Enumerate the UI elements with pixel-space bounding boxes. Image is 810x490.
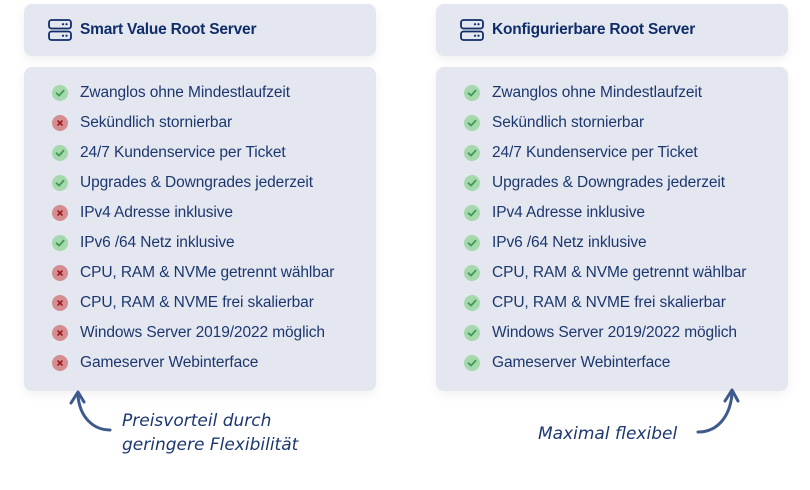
feature-item: CPU, RAM & NVMe getrennt wählbar xyxy=(436,258,788,288)
column-header: Smart Value Root Server xyxy=(24,4,376,56)
feature-item: Upgrades & Downgrades jederzeit xyxy=(436,168,788,198)
cross-icon xyxy=(52,355,68,371)
feature-label: Windows Server 2019/2022 möglich xyxy=(80,324,325,341)
feature-label: CPU, RAM & NVMe getrennt wählbar xyxy=(492,264,747,281)
right-note: Maximal flexibel xyxy=(538,424,678,444)
cross-icon xyxy=(52,265,68,281)
arrow-left-icon xyxy=(69,390,112,432)
feature-item: IPv6 /64 Netz inklusive xyxy=(436,228,788,258)
feature-item: IPv6 /64 Netz inklusive xyxy=(24,228,376,258)
check-icon xyxy=(464,85,480,101)
check-icon xyxy=(52,175,68,191)
left-note: Preisvorteil durch geringere Flexibilität xyxy=(122,409,298,457)
left-note-line2: geringere Flexibilität xyxy=(122,435,299,455)
cross-icon xyxy=(52,295,68,311)
feature-item: Sekündlich stornierbar xyxy=(24,108,376,138)
check-icon xyxy=(464,235,480,251)
cross-icon xyxy=(52,205,68,221)
feature-item: IPv4 Adresse inklusive xyxy=(436,198,788,228)
check-icon xyxy=(52,85,68,101)
feature-item: Sekündlich stornierbar xyxy=(436,108,788,138)
check-icon xyxy=(464,295,480,311)
check-icon xyxy=(464,205,480,221)
feature-label: Zwanglos ohne Mindestlaufzeit xyxy=(80,84,290,101)
feature-item: Zwanglos ohne Mindestlaufzeit xyxy=(24,78,376,108)
column-header: Konfigurierbare Root Server xyxy=(436,4,788,56)
feature-label: IPv6 /64 Netz inklusive xyxy=(80,234,235,251)
feature-item: 24/7 Kundenservice per Ticket xyxy=(436,138,788,168)
feature-item: Windows Server 2019/2022 möglich xyxy=(24,318,376,348)
feature-item: CPU, RAM & NVME frei skalierbar xyxy=(436,288,788,318)
check-icon xyxy=(52,235,68,251)
check-icon xyxy=(464,175,480,191)
feature-label: Upgrades & Downgrades jederzeit xyxy=(492,174,725,191)
feature-label: 24/7 Kundenservice per Ticket xyxy=(492,144,698,161)
feature-label: CPU, RAM & NVMe getrennt wählbar xyxy=(80,264,335,281)
feature-label: 24/7 Kundenservice per Ticket xyxy=(80,144,286,161)
cross-icon xyxy=(52,115,68,131)
check-icon xyxy=(52,145,68,161)
feature-item: Zwanglos ohne Mindestlaufzeit xyxy=(436,78,788,108)
server-icon xyxy=(48,19,72,41)
feature-label: IPv4 Adresse inklusive xyxy=(80,204,233,221)
feature-label: Gameserver Webinterface xyxy=(80,354,259,371)
feature-label: CPU, RAM & NVME frei skalierbar xyxy=(80,294,314,311)
feature-item: CPU, RAM & NVMe getrennt wählbar xyxy=(24,258,376,288)
feature-item: Windows Server 2019/2022 möglich xyxy=(436,318,788,348)
feature-label: IPv6 /64 Netz inklusive xyxy=(492,234,647,251)
column-title: Konfigurierbare Root Server xyxy=(492,21,696,38)
feature-label: Sekündlich stornierbar xyxy=(80,114,233,131)
arrow-right-icon xyxy=(696,388,740,434)
feature-label: Upgrades & Downgrades jederzeit xyxy=(80,174,313,191)
check-icon xyxy=(464,145,480,161)
server-icon xyxy=(460,19,484,41)
feature-label: Windows Server 2019/2022 möglich xyxy=(492,324,737,341)
feature-label: Sekündlich stornierbar xyxy=(492,114,645,131)
feature-item: Upgrades & Downgrades jederzeit xyxy=(24,168,376,198)
check-icon xyxy=(464,265,480,281)
feature-item: CPU, RAM & NVME frei skalierbar xyxy=(24,288,376,318)
check-icon xyxy=(464,325,480,341)
feature-label: CPU, RAM & NVME frei skalierbar xyxy=(492,294,726,311)
feature-label: Zwanglos ohne Mindestlaufzeit xyxy=(492,84,702,101)
left-note-line1: Preisvorteil durch xyxy=(122,411,272,431)
check-icon xyxy=(464,355,480,371)
feature-item: 24/7 Kundenservice per Ticket xyxy=(24,138,376,168)
feature-item: IPv4 Adresse inklusive xyxy=(24,198,376,228)
feature-item: Gameserver Webinterface xyxy=(24,348,376,378)
feature-label: IPv4 Adresse inklusive xyxy=(492,204,645,221)
feature-label: Gameserver Webinterface xyxy=(492,354,671,371)
column-title: Smart Value Root Server xyxy=(80,21,257,38)
cross-icon xyxy=(52,325,68,341)
feature-item: Gameserver Webinterface xyxy=(436,348,788,378)
check-icon xyxy=(464,115,480,131)
